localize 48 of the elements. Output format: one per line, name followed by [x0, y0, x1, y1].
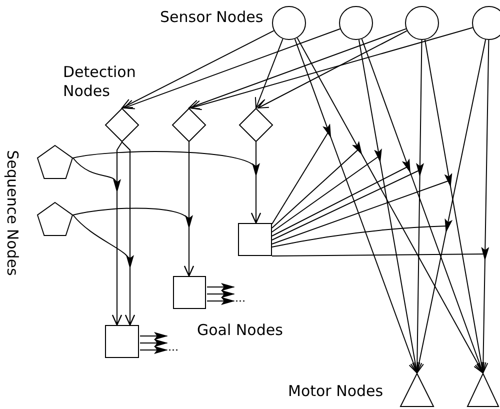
arrow — [140, 339, 168, 347]
arrow — [254, 38, 284, 108]
group-label: Goal Nodes — [197, 321, 283, 340]
arrow — [190, 27, 474, 110]
arrow — [124, 28, 341, 110]
sensor-circle — [405, 6, 439, 40]
arrow — [296, 37, 484, 374]
arrow — [188, 28, 407, 110]
arrow — [72, 158, 122, 326]
sequence-pentagon — [37, 202, 73, 236]
connector-line — [272, 131, 330, 224]
goal-box — [173, 276, 206, 309]
arrow — [258, 30, 408, 108]
arrow — [206, 290, 235, 298]
arrow — [140, 346, 168, 354]
connector-line — [272, 254, 486, 256]
goal-box — [105, 325, 139, 358]
goal-box — [238, 223, 272, 256]
arrow — [72, 214, 135, 326]
detection-diamond — [172, 108, 206, 142]
sensor-circle — [272, 6, 306, 40]
detection-diamond — [239, 108, 273, 142]
arrow — [122, 30, 274, 108]
sequence-pentagon — [37, 145, 73, 179]
connector-line — [272, 180, 450, 244]
arrow — [72, 208, 194, 276]
arrow — [361, 38, 484, 374]
motor-triangle — [400, 373, 434, 407]
connector-line — [272, 170, 420, 240]
arrow — [412, 40, 424, 374]
connector-line — [272, 166, 409, 236]
motor-triangle — [467, 373, 499, 407]
arrow — [478, 40, 490, 374]
connector-line — [272, 148, 360, 228]
sensor-circle — [339, 6, 373, 40]
group-label: Sensor Nodes — [160, 8, 264, 27]
arrow — [358, 39, 420, 374]
group-label: Sequence Nodes — [2, 150, 22, 276]
detection-diamond — [105, 108, 139, 142]
arrow — [140, 332, 168, 340]
arrow — [72, 151, 261, 224]
connector-line — [272, 226, 448, 248]
connector-line — [272, 156, 380, 232]
arrow — [206, 297, 235, 305]
arrow — [206, 283, 235, 291]
arrow — [294, 38, 418, 374]
group-label: Detection Nodes — [63, 63, 137, 101]
group-label: Motor Nodes — [288, 382, 384, 401]
